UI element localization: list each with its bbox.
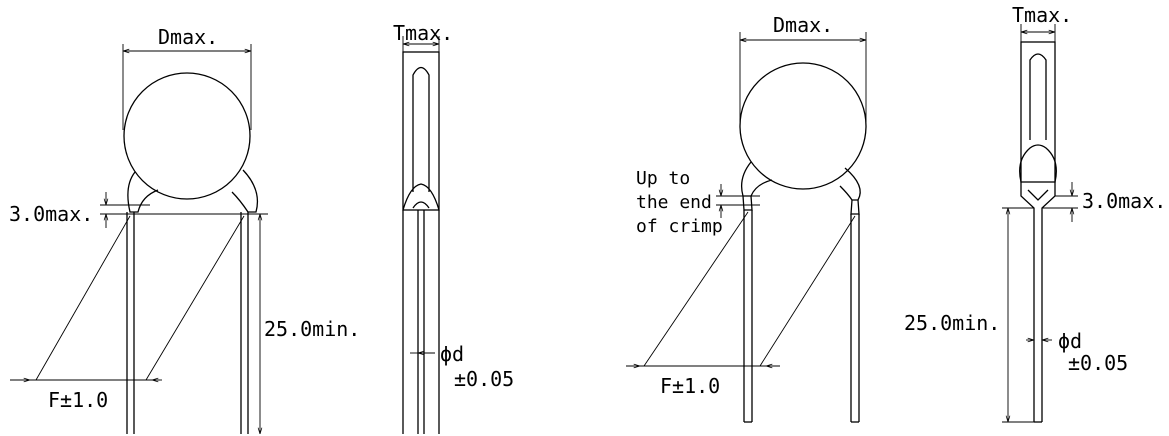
left-f-label: F±1.0	[48, 388, 108, 412]
right-side-view: Tmax. 3.0max. 25.0min. ϕd ±0.05	[904, 3, 1166, 423]
right-front-view: Dmax. Up to the end of crimp F±1.0	[626, 13, 867, 423]
right-f-label: F±1.0	[660, 374, 720, 398]
right-crimp-line-2: the end	[636, 192, 712, 213]
right-tmax-label: Tmax.	[1012, 3, 1072, 27]
right-phi-d-label: ϕd	[1058, 329, 1082, 353]
left-tol-label: ±0.05	[454, 367, 514, 391]
left-f-leader-1	[35, 215, 131, 381]
left-coating-drip-left	[127, 171, 159, 213]
right-crimp-line-3: of crimp	[636, 216, 723, 237]
right-tol-label: ±0.05	[1068, 351, 1128, 375]
left-phi-d-label: ϕd	[440, 342, 464, 366]
left-tmax-label: Tmax.	[393, 21, 453, 45]
right-disc-body	[739, 62, 867, 190]
left-front-view: Dmax. 3.0max. 25.0min. F±1.0	[9, 25, 360, 434]
right-25min-label: 25.0min.	[904, 311, 1000, 335]
left-25min-label: 25.0min.	[264, 317, 360, 341]
right-side-outline	[1020, 41, 1056, 183]
right-crimp-line-1: Up to	[636, 168, 690, 189]
left-3max-label: 3.0max.	[9, 202, 93, 226]
left-disc-body	[123, 72, 251, 200]
left-f-leader-2	[145, 215, 245, 381]
left-dmax-label: Dmax.	[158, 25, 218, 49]
right-3max-label: 3.0max.	[1082, 189, 1166, 213]
right-dmax-label: Dmax.	[773, 13, 833, 37]
left-coating-drip-right	[231, 169, 259, 213]
left-side-view: Tmax. ϕd ±0.05	[393, 21, 514, 434]
left-side-outline	[402, 51, 440, 211]
